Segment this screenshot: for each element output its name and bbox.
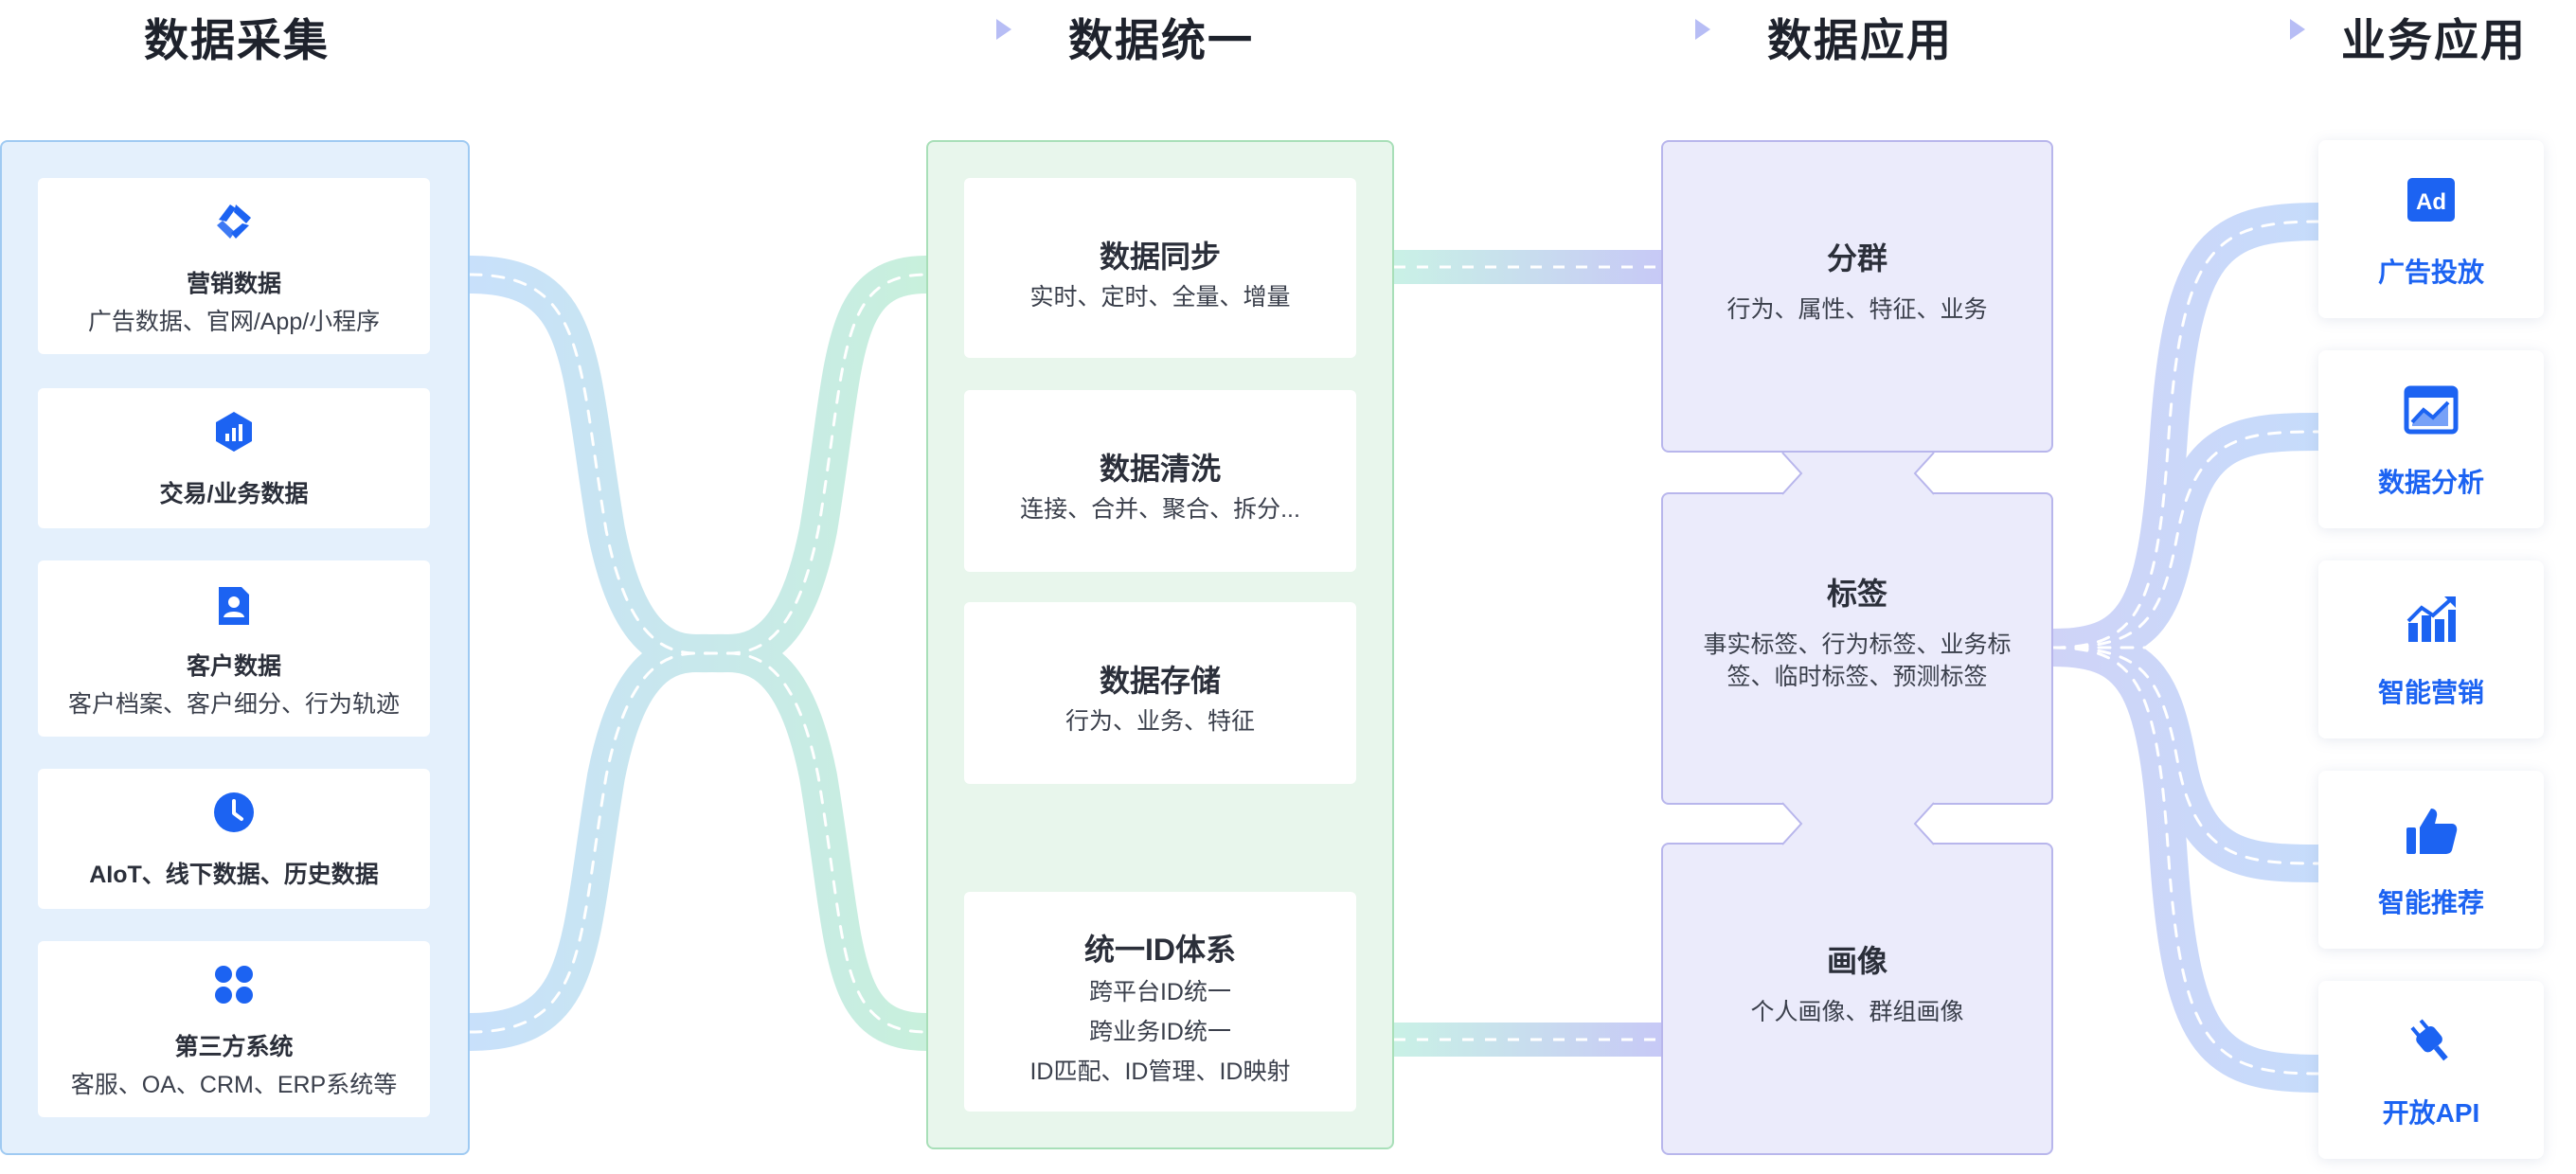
unify-card-storage: 数据存储 行为、业务、特征 (964, 602, 1356, 784)
plug-icon (2410, 1019, 2448, 1061)
stage-title-business: 业务应用 (2341, 15, 2527, 65)
stage-arrow (1951, 19, 2305, 40)
stage-title-collect: 数据采集 (144, 15, 330, 65)
source-subtitle: 客户档案、客户细分、行为轨迹 (67, 691, 400, 718)
source-subtitle: 广告数据、官网/App/小程序 (87, 309, 381, 335)
unify-card-clean: 数据清洗 连接、合并、聚合、拆分... (964, 390, 1356, 572)
business-label: 开放API (2382, 1098, 2480, 1128)
source-subtitle: 客服、OA、CRM、ERP系统等 (70, 1072, 398, 1098)
marketing-data-icon (217, 205, 251, 239)
data-analysis-icon (2404, 385, 2459, 435)
source-title: 第三方系统 (174, 1034, 294, 1060)
customer-data-icon (219, 587, 249, 625)
unify-title: 数据存储 (1099, 664, 1221, 698)
source-card-customer: 客户数据 客户档案、客户细分、行为轨迹 (38, 560, 430, 737)
unify-title: 统一ID体系 (1083, 933, 1236, 967)
business-card-api[interactable]: 开放API (2318, 981, 2544, 1159)
unify-line: 实时、定时、全量、增量 (1029, 284, 1291, 311)
source-title: 营销数据 (186, 271, 281, 297)
thumbs-up-icon (2406, 809, 2458, 854)
source-card-transaction: 交易/业务数据 (38, 388, 430, 528)
apply-desc: 事实标签、行为标签、业务标签、临时标签、预测标签 (1703, 631, 2012, 690)
apply-title: 标签 (1826, 577, 1887, 611)
unify-title: 数据清洗 (1099, 452, 1221, 486)
source-card-marketing: 营销数据 广告数据、官网/App/小程序 (38, 178, 430, 354)
business-label: 智能营销 (2377, 678, 2484, 707)
source-title: 客户数据 (186, 653, 281, 680)
apply-block-tag: 标签 事实标签、行为标签、业务标签、临时标签、预测标签 (1661, 492, 2053, 805)
business-label: 广告投放 (2377, 258, 2484, 287)
unify-line: 跨平台ID统一 (1088, 979, 1231, 1005)
third-party-icon (215, 966, 253, 1004)
source-card-third-party: 第三方系统 客服、OA、CRM、ERP系统等 (38, 941, 430, 1117)
apply-block-profile: 画像 个人画像、群组画像 (1661, 843, 2053, 1155)
unify-line: 跨业务ID统一 (1088, 1019, 1231, 1045)
apply-title: 画像 (1826, 944, 1887, 978)
stage-title-apply: 数据应用 (1767, 15, 1953, 65)
smart-marketing-icon (2406, 596, 2456, 642)
apply-title: 分群 (1826, 241, 1887, 276)
stage-arrow (407, 19, 1011, 40)
unify-line: ID匹配、ID管理、ID映射 (1029, 1058, 1291, 1085)
business-label: 数据分析 (2377, 468, 2484, 497)
unify-card-sync: 数据同步 实时、定时、全量、增量 (964, 178, 1356, 358)
source-title: AIoT、线下数据、历史数据 (89, 862, 379, 888)
svg-text:Ad: Ad (2416, 189, 2446, 215)
source-card-aiot: AIoT、线下数据、历史数据 (38, 769, 430, 909)
apply-joint (1781, 802, 1935, 845)
business-card-analysis[interactable]: 数据分析 (2318, 350, 2544, 528)
apply-block-segment: 分群 行为、属性、特征、业务 (1661, 140, 2053, 453)
unify-line: 行为、业务、特征 (1064, 708, 1255, 735)
business-card-ad[interactable]: Ad 广告投放 (2318, 140, 2544, 318)
unify-title: 数据同步 (1099, 240, 1221, 274)
apply-desc: 个人画像、群组画像 (1750, 999, 1964, 1025)
apply-joint (1781, 452, 1935, 495)
clock-icon (214, 792, 254, 832)
business-card-marketing[interactable]: 智能营销 (2318, 560, 2544, 738)
business-card-recommend[interactable]: 智能推荐 (2318, 771, 2544, 949)
source-title: 交易/业务数据 (159, 481, 309, 507)
transaction-data-icon (216, 412, 252, 452)
business-label: 智能推荐 (2377, 888, 2484, 917)
stage-arrow (1326, 19, 1710, 40)
stage-title-unify: 数据统一 (1068, 15, 1254, 65)
apply-desc: 行为、属性、特征、业务 (1726, 296, 1988, 323)
unify-card-id: 统一ID体系 跨平台ID统一 跨业务ID统一 ID匹配、ID管理、ID映射 (964, 892, 1356, 1112)
ad-icon: Ad (2407, 178, 2455, 222)
unify-line: 连接、合并、聚合、拆分... (1020, 496, 1300, 523)
